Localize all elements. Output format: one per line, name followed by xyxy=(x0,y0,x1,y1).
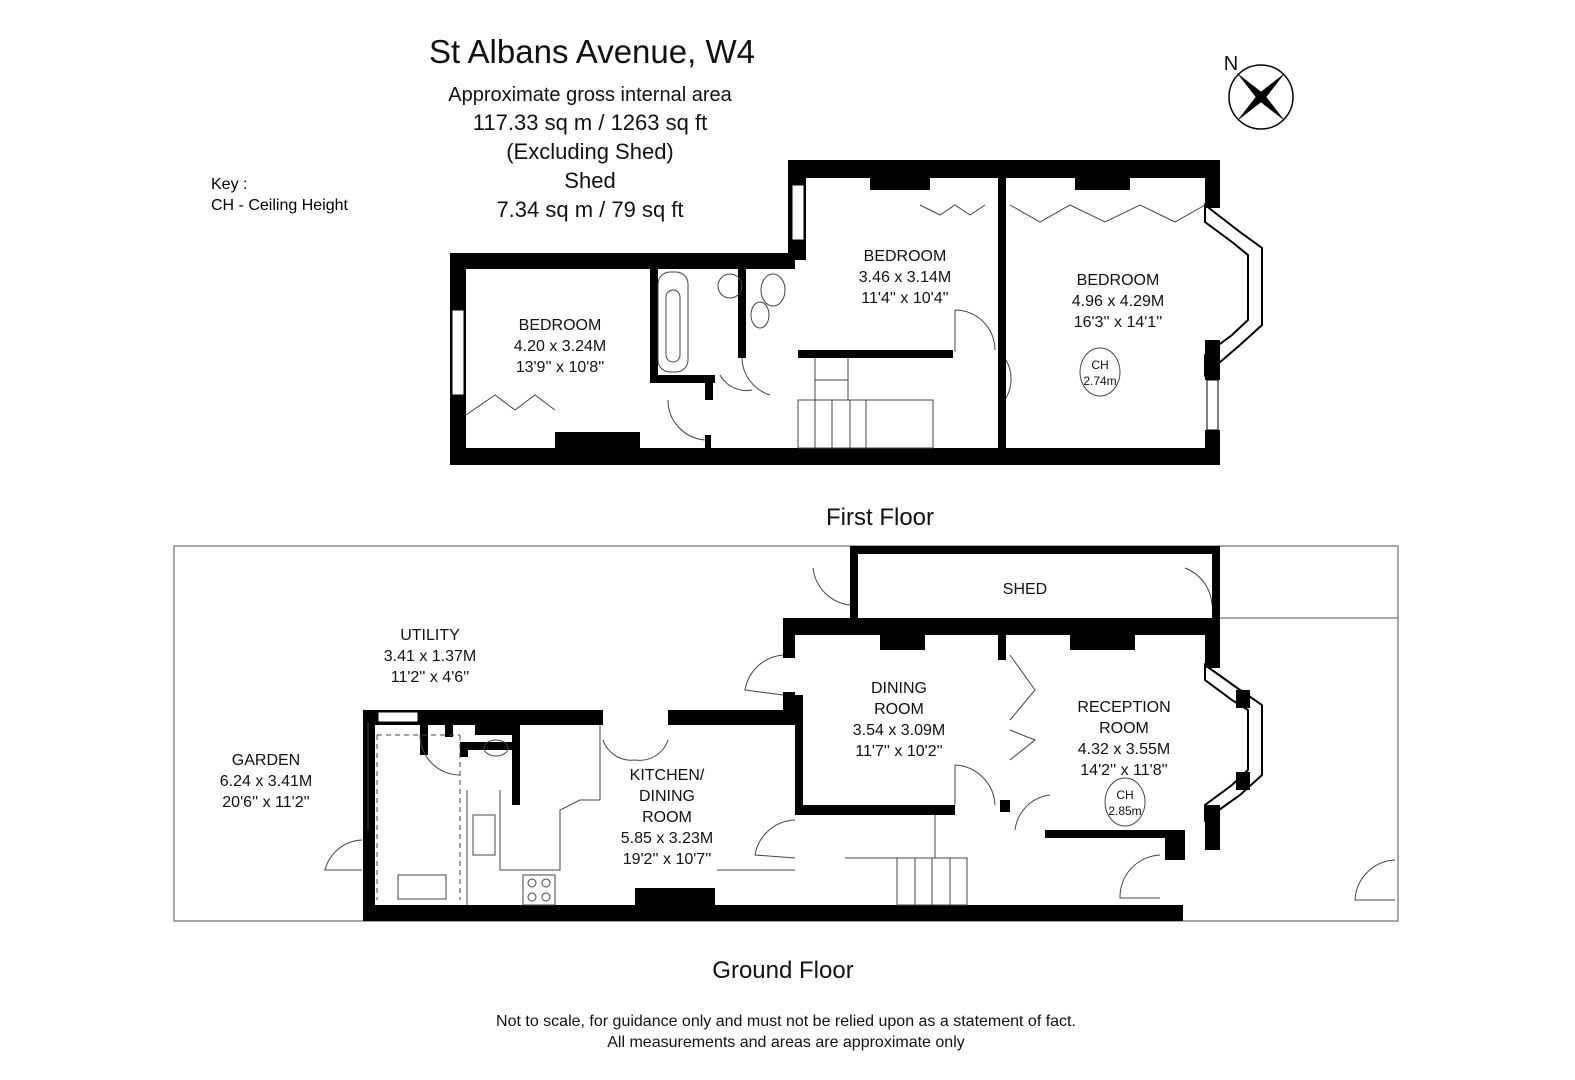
room-name: DINING xyxy=(871,680,927,697)
room-metric: 6.24 x 3.41M xyxy=(220,773,313,790)
room-metric: 4.20 x 3.24M xyxy=(514,338,607,355)
room-bedroom-1: BEDROOM 4.20 x 3.24M 13'9'' x 10'8'' xyxy=(514,317,607,376)
ceiling-height-value: 2.74m xyxy=(1083,374,1116,388)
room-imperial: 20'6'' x 11'2'' xyxy=(222,794,309,811)
room-imperial: 19'2'' x 10'7'' xyxy=(623,851,712,868)
room-imperial: 11'7'' x 10'2'' xyxy=(855,743,942,760)
key-entry: CH - Ceiling Height xyxy=(211,197,348,214)
ground-floor-plan: CH 2.85m GARDEN 6.24 x 3.41M 20'6'' x 11… xyxy=(173,545,1399,922)
room-bedroom-2: BEDROOM 3.46 x 3.14M 11'4'' x 10'4'' xyxy=(859,248,952,307)
key-title: Key : xyxy=(211,176,247,193)
compass-north-label: N xyxy=(1224,53,1238,75)
room-name: GARDEN xyxy=(232,752,300,769)
room-name: BEDROOM xyxy=(864,248,947,265)
compass-rose-icon: N xyxy=(1224,53,1294,130)
ceiling-height-value: 2.85m xyxy=(1108,804,1141,818)
ceiling-height-label: CH xyxy=(1091,358,1108,372)
room-dining: DINING ROOM 3.54 x 3.09M 11'7'' x 10'2'' xyxy=(853,680,946,760)
disclaimer-line-1: Not to scale, for guidance only and must… xyxy=(496,1013,1076,1030)
room-imperial: 14'2'' x 11'8'' xyxy=(1080,762,1167,779)
room-name: UTILITY xyxy=(400,627,460,644)
room-name: BEDROOM xyxy=(1077,272,1160,289)
room-kitchen-dining: KITCHEN/ DINING ROOM 5.85 x 3.23M 19'2''… xyxy=(621,767,714,868)
room-imperial: 16'3'' x 14'1'' xyxy=(1074,314,1163,331)
room-metric: 3.41 x 1.37M xyxy=(384,648,477,665)
room-shed: SHED xyxy=(1003,581,1047,598)
area-note: (Excluding Shed) xyxy=(506,139,674,164)
room-metric: 3.54 x 3.09M xyxy=(853,722,946,739)
room-garden: GARDEN 6.24 x 3.41M 20'6'' x 11'2'' xyxy=(220,752,313,811)
room-bedroom-3: BEDROOM 4.96 x 4.29M 16'3'' x 14'1'' xyxy=(1072,272,1165,331)
ceiling-height-label: CH xyxy=(1116,788,1133,802)
room-imperial: 11'2'' x 4'6'' xyxy=(391,669,470,686)
room-name-line2: DINING xyxy=(639,788,695,805)
shed-label: Shed xyxy=(564,168,615,193)
room-utility: UTILITY 3.41 x 1.37M 11'2'' x 4'6'' xyxy=(384,627,477,686)
room-metric: 3.46 x 3.14M xyxy=(859,269,952,286)
disclaimer-line-2: All measurements and areas are approxima… xyxy=(607,1034,965,1051)
room-name: SHED xyxy=(1003,581,1047,598)
room-metric: 4.32 x 3.55M xyxy=(1078,741,1171,758)
area-label: Approximate gross internal area xyxy=(448,84,732,106)
area-value: 117.33 sq m / 1263 sq ft xyxy=(473,110,707,135)
room-name: RECEPTION xyxy=(1077,699,1170,716)
ground-floor-title: Ground Floor xyxy=(712,957,853,984)
room-name-line2: ROOM xyxy=(874,701,924,718)
room-name-line3: ROOM xyxy=(642,809,692,826)
room-name: KITCHEN/ xyxy=(630,767,705,784)
room-metric: 4.96 x 4.29M xyxy=(1072,293,1165,310)
room-imperial: 13'9'' x 10'8'' xyxy=(516,359,605,376)
room-name-line2: ROOM xyxy=(1099,720,1149,737)
first-floor-plan: CH 2.74m BEDROOM 4.20 x 3.24M 13'9'' x 1… xyxy=(450,160,1263,465)
first-floor-title: First Floor xyxy=(826,504,934,531)
property-title: St Albans Avenue, W4 xyxy=(429,33,755,70)
room-imperial: 11'4'' x 10'4'' xyxy=(861,290,948,307)
room-name: BEDROOM xyxy=(519,317,602,334)
shed-value: 7.34 sq m / 79 sq ft xyxy=(496,197,683,222)
room-reception: RECEPTION ROOM 4.32 x 3.55M 14'2'' x 11'… xyxy=(1077,699,1170,779)
room-metric: 5.85 x 3.23M xyxy=(621,830,714,847)
